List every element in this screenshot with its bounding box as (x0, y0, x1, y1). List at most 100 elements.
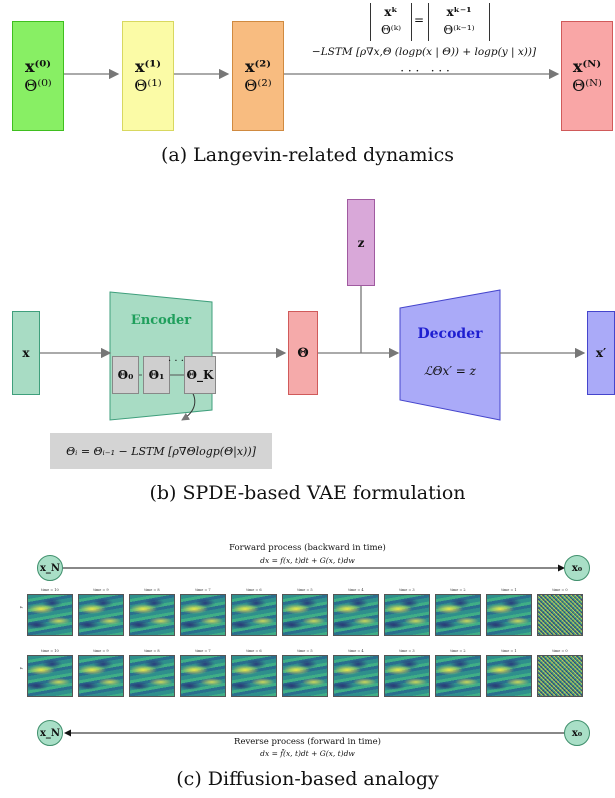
state-x-label: x⁽¹⁾ (134, 57, 162, 76)
snapshot-tile (435, 655, 481, 697)
decoder-block (399, 289, 501, 421)
decoder-equation: ℒΘx′ = z (424, 364, 476, 378)
update-lhs-top: xᵏ (384, 5, 398, 19)
tile-title: time = 7 (195, 588, 211, 592)
forward-process-equation: dx = f(x, t)dt + G(x, t)dw (260, 556, 355, 565)
node-xN-top: x_N (37, 555, 63, 581)
row-axis-label: y (18, 667, 23, 670)
state-x-label: x⁽⁰⁾ (24, 57, 52, 76)
tile-title: time = 9 (93, 649, 109, 653)
tile-title: time = 9 (93, 588, 109, 592)
snapshot-tile (282, 594, 328, 636)
tile-title: time = 6 (246, 649, 262, 653)
forward-process-title: Forward process (backward in time) (229, 543, 386, 553)
tile-title: time = 5 (297, 588, 313, 592)
update-equation: xᵏ Θ⁽ᵏ⁾ = xᵏ⁻¹ Θ⁽ᵏ⁻¹⁾ (370, 3, 520, 43)
tile-title: time = 2 (450, 649, 466, 653)
snapshot-tile (129, 655, 175, 697)
snapshot-tile (333, 594, 379, 636)
caption-a: (a) Langevin-related dynamics (160, 144, 454, 166)
tile-title: time = 6 (246, 588, 262, 592)
tile-title: time = 0 (552, 649, 568, 653)
snapshot-tile (486, 594, 532, 636)
node-xN-top-label: x_N (39, 562, 61, 574)
encoder-title: Encoder (130, 313, 192, 328)
node-x0-top: x₀ (564, 555, 590, 581)
tile-title: time = 1 (501, 588, 517, 592)
tile-title: time = 8 (144, 588, 160, 592)
snapshot-tile (435, 594, 481, 636)
tile-title: time = 4 (348, 649, 364, 653)
snapshot-tile (129, 594, 175, 636)
snapshot-tile (282, 655, 328, 697)
state-node-2: x⁽²⁾ Θ⁽²⁾ (232, 21, 284, 131)
node-x0-top-label: x₀ (571, 562, 583, 574)
z-node: z (347, 199, 375, 286)
row-axis-label: y (18, 606, 23, 609)
panel-a-arrows (64, 68, 560, 80)
snapshot-tile (180, 594, 226, 636)
state-theta-label: Θ⁽²⁾ (244, 76, 272, 95)
latent-theta-label: Θ (297, 345, 309, 361)
tile-title: time = 8 (144, 649, 160, 653)
latent-theta-node: Θ (288, 311, 318, 395)
update-rhs-bottom: Θ⁽ᵏ⁻¹⁾ (443, 23, 475, 37)
snapshot-tile (231, 594, 277, 636)
state-node-n: x⁽ᴺ⁾ Θ⁽ᴺ⁾ (561, 21, 613, 131)
input-x-label: x (22, 346, 30, 360)
state-node-1: x⁽¹⁾ Θ⁽¹⁾ (122, 21, 174, 131)
theta-cell-dots: · · · (168, 356, 184, 367)
snapshot-row-forward: y time = 10 time = 9 time = 8 time = 7 t… (0, 588, 615, 640)
state-theta-label: Θ⁽¹⁾ (134, 76, 162, 95)
snapshot-tile-noise (537, 655, 583, 697)
snapshot-tile (180, 655, 226, 697)
node-xN-bottom-label: x_N (39, 727, 61, 739)
snapshot-tile (231, 655, 277, 697)
node-xN-bottom: x_N (37, 720, 63, 746)
panel-c-arrows (63, 564, 565, 737)
snapshot-row-reverse: y time = 10 time = 9 time = 8 time = 7 t… (0, 649, 615, 701)
snapshot-tile (27, 655, 73, 697)
theta-cell-0-label: Θ₀ (117, 368, 134, 382)
tile-title: time = 1 (501, 649, 517, 653)
decoder-title: Decoder (417, 326, 483, 342)
theta-cell-1-label: Θ₁ (148, 368, 165, 382)
lstm-update-formula: Θᵢ = Θᵢ₋₁ − LSTM [ρ∇Θlogp(Θ|x))] (50, 433, 272, 469)
tile-title: time = 0 (552, 588, 568, 592)
update-lhs-bottom: Θ⁽ᵏ⁾ (380, 23, 402, 37)
reverse-process-title: Reverse process (forward in time) (234, 737, 381, 747)
z-label: z (357, 235, 365, 250)
output-xprime-label: x′ (595, 346, 607, 360)
output-xprime-node: x′ (587, 311, 615, 395)
state-x-label: x⁽ᴺ⁾ (572, 57, 602, 76)
tile-title: time = 5 (297, 649, 313, 653)
tile-title: time = 3 (399, 588, 415, 592)
caption-b: (b) SPDE-based VAE formulation (149, 482, 466, 504)
snapshot-tile (384, 594, 430, 636)
ellipsis-dots: · · · · · · (400, 64, 450, 78)
reverse-process-equation: dx = f̄(x, t)dt + G(x, t)dw (260, 749, 355, 758)
snapshot-tile (27, 594, 73, 636)
snapshot-tile (384, 655, 430, 697)
input-x-node: x (12, 311, 40, 395)
state-x-label: x⁽²⁾ (244, 57, 272, 76)
tile-title: time = 7 (195, 649, 211, 653)
lstm-formula-text: Θᵢ = Θᵢ₋₁ − LSTM [ρ∇Θlogp(Θ|x))] (66, 444, 256, 458)
theta-cell-1: Θ₁ (143, 356, 170, 394)
tile-title: time = 2 (450, 588, 466, 592)
snapshot-tile (486, 655, 532, 697)
state-node-0: x⁽⁰⁾ Θ⁽⁰⁾ (12, 21, 64, 131)
tile-title: time = 3 (399, 649, 415, 653)
caption-c: (c) Diffusion-based analogy (176, 768, 439, 790)
node-x0-bottom: x₀ (564, 720, 590, 746)
tile-title: time = 4 (348, 588, 364, 592)
update-rhs-top: xᵏ⁻¹ (446, 5, 472, 19)
update-term: −LSTM [ρ∇x,Θ (logp(x | Θ)) + logp(y | x)… (311, 46, 537, 58)
snapshot-tile (333, 655, 379, 697)
tile-title: time = 10 (41, 588, 59, 592)
state-theta-label: Θ⁽⁰⁾ (24, 76, 52, 95)
theta-cell-k: Θ_K (184, 356, 216, 394)
snapshot-tile (78, 594, 124, 636)
state-theta-label: Θ⁽ᴺ⁾ (572, 76, 602, 95)
theta-cell-0: Θ₀ (112, 356, 139, 394)
